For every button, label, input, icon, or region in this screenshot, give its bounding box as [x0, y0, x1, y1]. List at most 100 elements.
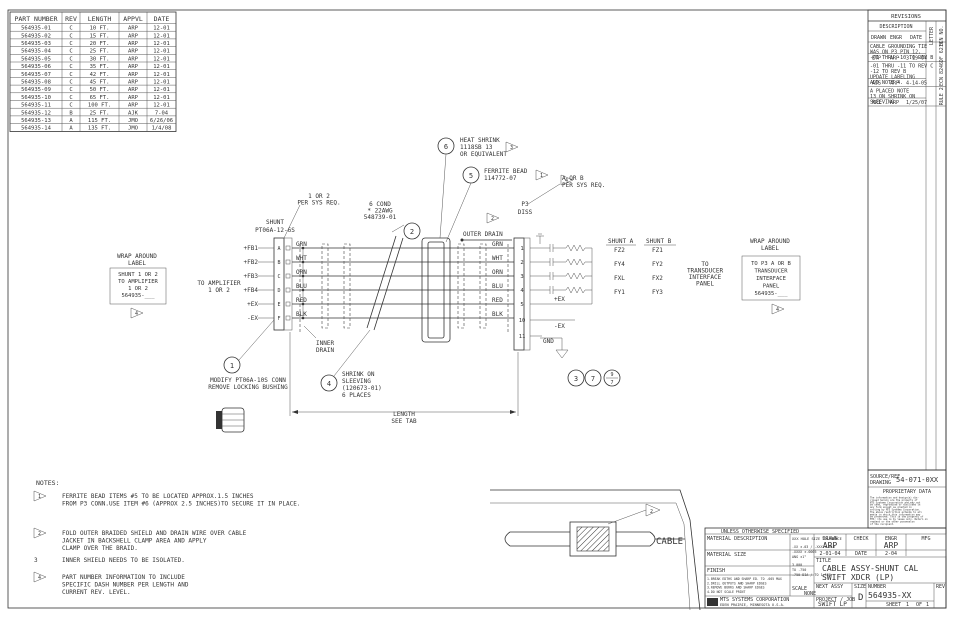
parts-cell-3-0: 564935-04: [21, 49, 51, 55]
proprietary-line-11: of the recipient.: [870, 523, 894, 526]
rev-drawn-header: DRAWN: [871, 35, 886, 41]
shrink-on-2: (120673-01): [342, 385, 382, 392]
parts-cell-0-4: 12-01: [153, 26, 170, 32]
parts-cell-9-4: 12-01: [153, 95, 170, 101]
parts-cell-10-4: 12-01: [153, 103, 170, 109]
parts-cell-9-3: ARP: [128, 95, 139, 101]
wire-color-left-1: WHT: [296, 255, 307, 262]
rev-0-ecn: DF 6216: [939, 41, 945, 62]
shunt-pin-5: -EX: [247, 315, 258, 322]
revisions-block: REVISIONS DESCRIPTION DRAWN ENGR DATE LE…: [867, 9, 947, 471]
shunt-a-header: SHUNT A: [608, 238, 634, 245]
rev-0-line-1: WAS ON P3 PIN 12,: [870, 50, 921, 56]
wrap-left-title-1: LABEL: [128, 260, 146, 267]
balloon-2: [403, 222, 421, 240]
notes-title: NOTES:: [36, 479, 59, 487]
wrap-right-box: [741, 255, 801, 301]
small-note-0: 1.BREAK EDTHS AND SHARP ED. TO .005 MAX: [707, 577, 782, 581]
p3-pin-2: 3: [520, 274, 523, 280]
parts-cell-5-4: 12-01: [153, 64, 170, 70]
p3-pin-6: 11: [519, 334, 526, 340]
svg-text:2: 2: [650, 509, 653, 515]
note-0-line-0: FERRITE BEAD ITEMS #5 TO BE LOCATED APPR…: [62, 493, 254, 500]
basic-0: 3.000: [792, 563, 802, 567]
size-label: SIZE: [854, 584, 866, 590]
rev-1-ecn: ECN 8246: [939, 62, 945, 86]
proprietary-title: PROPRIETARY DATA: [883, 489, 931, 495]
wire-color-left-4: RED: [296, 297, 307, 304]
p3-pin-4: 5: [520, 302, 523, 308]
small-note-2: 3.REMOVE BURRS AND SHARP EDGES: [707, 586, 765, 590]
parts-cell-12-0: 564935-13: [21, 118, 51, 124]
parts-header-1: REV: [65, 15, 77, 23]
balloon-1: [223, 356, 241, 374]
shunt-letter-3: D: [277, 288, 280, 294]
parts-cell-8-2: 50 FT.: [90, 87, 110, 93]
parts-cell-1-0: 564935-02: [21, 33, 51, 39]
parts-cell-13-4: 1/4/08: [152, 126, 172, 132]
wrap-right-line-4: 564935-___: [754, 291, 788, 297]
parts-cell-6-3: ARP: [128, 72, 139, 78]
proprietary-line-0: The information and design(s) dis-: [870, 497, 919, 500]
parts-cell-11-3: AJK: [128, 110, 139, 116]
modify-conn-1: REMOVE LOCKING BUSHING: [208, 384, 288, 391]
parts-cell-1-3: ARP: [128, 33, 139, 39]
drawn-value: ARP: [823, 541, 838, 550]
wire-color-right-2: ORN: [492, 269, 503, 276]
p3-pin-3: 4: [520, 288, 524, 294]
parts-cell-8-0: 564935-09: [21, 87, 51, 93]
parts-cell-0-2: 10 FT.: [90, 26, 110, 32]
proprietary-line-5: writing by MTS Systems Corporation.: [870, 509, 920, 512]
svg-text:4: 4: [327, 380, 331, 388]
parts-cell-3-3: ARP: [128, 49, 139, 55]
heat-shrink-2: OR EQUIVALENT: [460, 151, 507, 158]
wire-color-right-3: BLU: [492, 283, 503, 290]
parts-cell-11-4: 7-04: [155, 110, 169, 116]
inner-drain-label-2: DRAIN: [316, 347, 334, 354]
proprietary-line-1: closed herein are the property of: [870, 499, 918, 502]
rev-0-drawn: ETP: [872, 56, 881, 62]
scale-label: SCALE: [792, 586, 807, 592]
svg-text:4: 4: [135, 311, 138, 317]
parts-cell-0-1: C: [69, 26, 72, 32]
parts-cell-8-3: ARP: [128, 87, 139, 93]
parts-cell-13-0: 564935-14: [21, 126, 51, 132]
flag-note-4-right: [771, 303, 785, 315]
parts-cell-2-0: 564935-03: [21, 41, 51, 47]
parts-header-0: PART NUMBER: [14, 15, 57, 23]
parts-cell-12-2: 115 FT.: [88, 118, 111, 124]
note-num-2: 3: [34, 557, 38, 564]
parts-cell-12-3: JMO: [128, 118, 138, 124]
proprietary-line-4: any form except as granted in: [870, 506, 912, 509]
parts-cell-8-1: C: [69, 87, 72, 93]
wire-color-left-2: ORN: [296, 269, 307, 276]
note-flag-0: [33, 490, 47, 502]
svg-text:7: 7: [610, 380, 613, 386]
rev-1-date: 4-14-05: [906, 81, 927, 87]
title-label: TITLE: [816, 558, 831, 564]
parts-header-4: DATE: [154, 15, 170, 23]
wrap-left-box: [109, 267, 167, 305]
shunt-b-0: FZ1: [652, 247, 663, 254]
note-flag-3: [33, 571, 47, 583]
shunt-a-2: FXL: [614, 275, 625, 282]
rev-1-line-1: -12 TO REV B: [870, 69, 906, 75]
mfg-label: MFG: [921, 536, 930, 542]
shunt-label: SHUNT: [266, 219, 284, 226]
flag-note-3-heat: [505, 141, 519, 153]
parts-header-2: LENGTH: [88, 15, 112, 23]
proprietary-line-9: MTS; its use is by lease only. Return on: [870, 518, 928, 521]
rev-letter-header: LETTER: [929, 26, 935, 45]
wire-color-right-5: BLK: [492, 311, 503, 318]
shunt-a-3: FY1: [614, 289, 625, 296]
six-cond-0: 6 COND: [369, 201, 391, 208]
note-flag-1: [33, 527, 47, 539]
ferrite-0: FERRITE BEAD: [484, 168, 528, 175]
proprietary-line-6: The above restriction extends to all: [870, 511, 922, 514]
wrap-left-line-3: 564935-___: [121, 293, 155, 299]
material-size: MATERIAL SIZE: [707, 552, 746, 558]
p3-label: P3: [521, 201, 529, 208]
to-transducer-2: INTERFACE: [689, 274, 722, 281]
